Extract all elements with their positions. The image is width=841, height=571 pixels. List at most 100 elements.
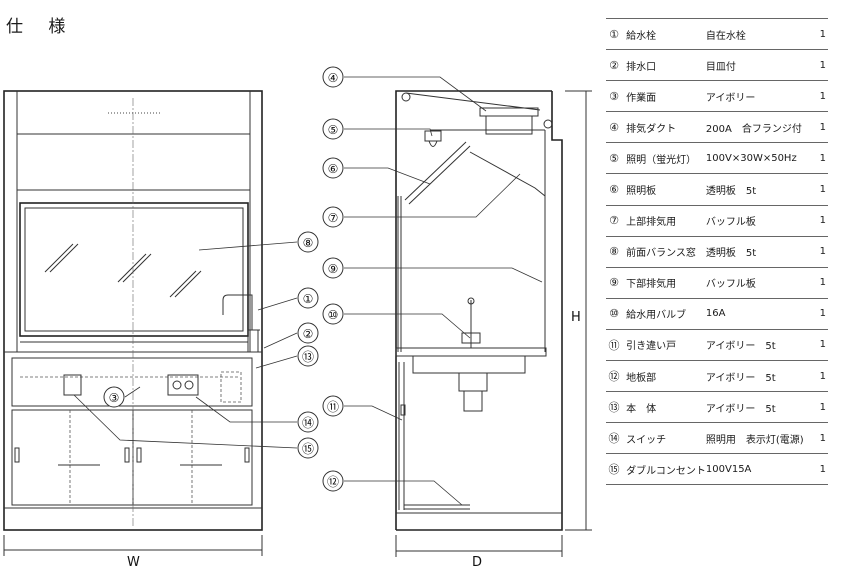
spec-detail: アイボリー 5t: [705, 329, 812, 362]
spec-detail: 透明板 5t: [705, 236, 812, 268]
spec-detail: バッフル板: [705, 267, 812, 299]
height-dimension-label: H: [571, 310, 581, 325]
spec-number: ②: [606, 49, 623, 82]
spec-name: 前面バランス窓: [622, 236, 706, 268]
spec-number: ⑨: [606, 267, 623, 299]
leader-lines: [73, 76, 543, 506]
svg-text:⑨: ⑨: [328, 262, 339, 276]
spec-name: 作業面: [622, 80, 706, 113]
callout-7: ⑦: [322, 206, 344, 228]
spec-number: ⑩: [606, 298, 623, 330]
callout-15: ⑮: [297, 437, 319, 459]
callout-3: ③: [103, 386, 125, 408]
spec-number: ⑦: [606, 205, 623, 237]
spec-name: 排水口: [622, 49, 706, 82]
spec-number: ⑮: [606, 453, 623, 486]
spec-quantity: 1: [811, 49, 828, 82]
spec-quantity: 1: [811, 422, 828, 455]
spec-detail: 100V×30W×50Hz: [705, 142, 812, 175]
spec-detail: バッフル板: [705, 205, 812, 237]
spec-quantity: 1: [811, 360, 828, 393]
svg-text:⑥: ⑥: [328, 162, 339, 176]
callout-2: ②: [297, 322, 319, 344]
spec-name: 排気ダクト: [622, 111, 706, 144]
spec-quantity: 1: [811, 329, 828, 362]
svg-text:⑧: ⑧: [303, 236, 314, 250]
spec-quantity: 1: [811, 453, 828, 486]
spec-name: 照明（蛍光灯）: [622, 142, 706, 175]
spec-quantity: 1: [811, 391, 828, 424]
side-view: D H: [395, 90, 592, 570]
spec-number: ⑥: [606, 173, 623, 206]
spec-quantity: 1: [811, 80, 828, 113]
svg-text:①: ①: [303, 292, 314, 306]
spec-quantity: 1: [811, 111, 828, 144]
spec-number: ⑭: [606, 422, 623, 455]
spec-name: 地板部: [622, 360, 706, 393]
spec-quantity: 1: [811, 142, 828, 175]
callout-4: ④: [322, 66, 344, 88]
spec-name: 引き違い戸: [622, 329, 706, 362]
svg-text:⑦: ⑦: [328, 211, 339, 225]
callout-10: ⑩: [322, 303, 344, 325]
spec-name: 照明板: [622, 173, 706, 206]
svg-text:②: ②: [303, 327, 314, 341]
spec-quantity: 1: [811, 205, 828, 237]
spec-name: 給水用バルブ: [622, 298, 706, 330]
spec-detail: 自在水栓: [705, 17, 812, 51]
depth-dimension-label: D: [472, 555, 482, 570]
spec-name: 上部排気用: [622, 205, 706, 237]
svg-text:⑩: ⑩: [328, 308, 339, 322]
callout-14: ⑭: [297, 411, 319, 433]
spec-detail: アイボリー 5t: [705, 360, 812, 393]
spec-detail: 照明用 表示灯(電源): [705, 422, 812, 455]
page-title: 仕 様: [6, 17, 76, 37]
spec-quantity: 1: [811, 267, 828, 299]
spec-detail: 200A 合フランジ付: [705, 111, 812, 144]
callout-13: ⑬: [297, 345, 319, 367]
callout-6: ⑥: [322, 157, 344, 179]
spec-detail: 目皿付: [705, 49, 812, 82]
callout-8: ⑧: [297, 231, 319, 253]
spec-name: スイッチ: [622, 422, 706, 455]
spec-detail: 16A: [705, 298, 812, 330]
svg-text:⑬: ⑬: [302, 350, 314, 364]
spec-name: ダブルコンセント: [622, 453, 706, 486]
spec-name: 下部排気用: [622, 267, 706, 299]
spec-name: 給水栓: [622, 17, 706, 51]
callout-12: ⑫: [322, 470, 344, 492]
spec-detail: アイボリー 5t: [705, 391, 812, 424]
spec-quantity: 1: [811, 236, 828, 268]
width-dimension-label: W: [127, 555, 140, 570]
spec-name: 本 体: [622, 391, 706, 424]
spec-detail: 100V15A: [705, 453, 812, 486]
callout-5: ⑤: [322, 118, 344, 140]
spec-number: ④: [606, 111, 623, 144]
spec-number: ③: [606, 80, 623, 113]
spec-quantity: 1: [811, 17, 828, 51]
spec-number: ⑧: [606, 236, 623, 268]
svg-text:⑮: ⑮: [302, 442, 314, 456]
spec-detail: アイボリー: [705, 80, 812, 113]
svg-text:⑫: ⑫: [327, 475, 339, 489]
spec-quantity: 1: [811, 173, 828, 206]
svg-text:⑭: ⑭: [302, 416, 314, 430]
spec-number: ①: [606, 17, 623, 51]
spec-detail: 透明板 5t: [705, 173, 812, 206]
